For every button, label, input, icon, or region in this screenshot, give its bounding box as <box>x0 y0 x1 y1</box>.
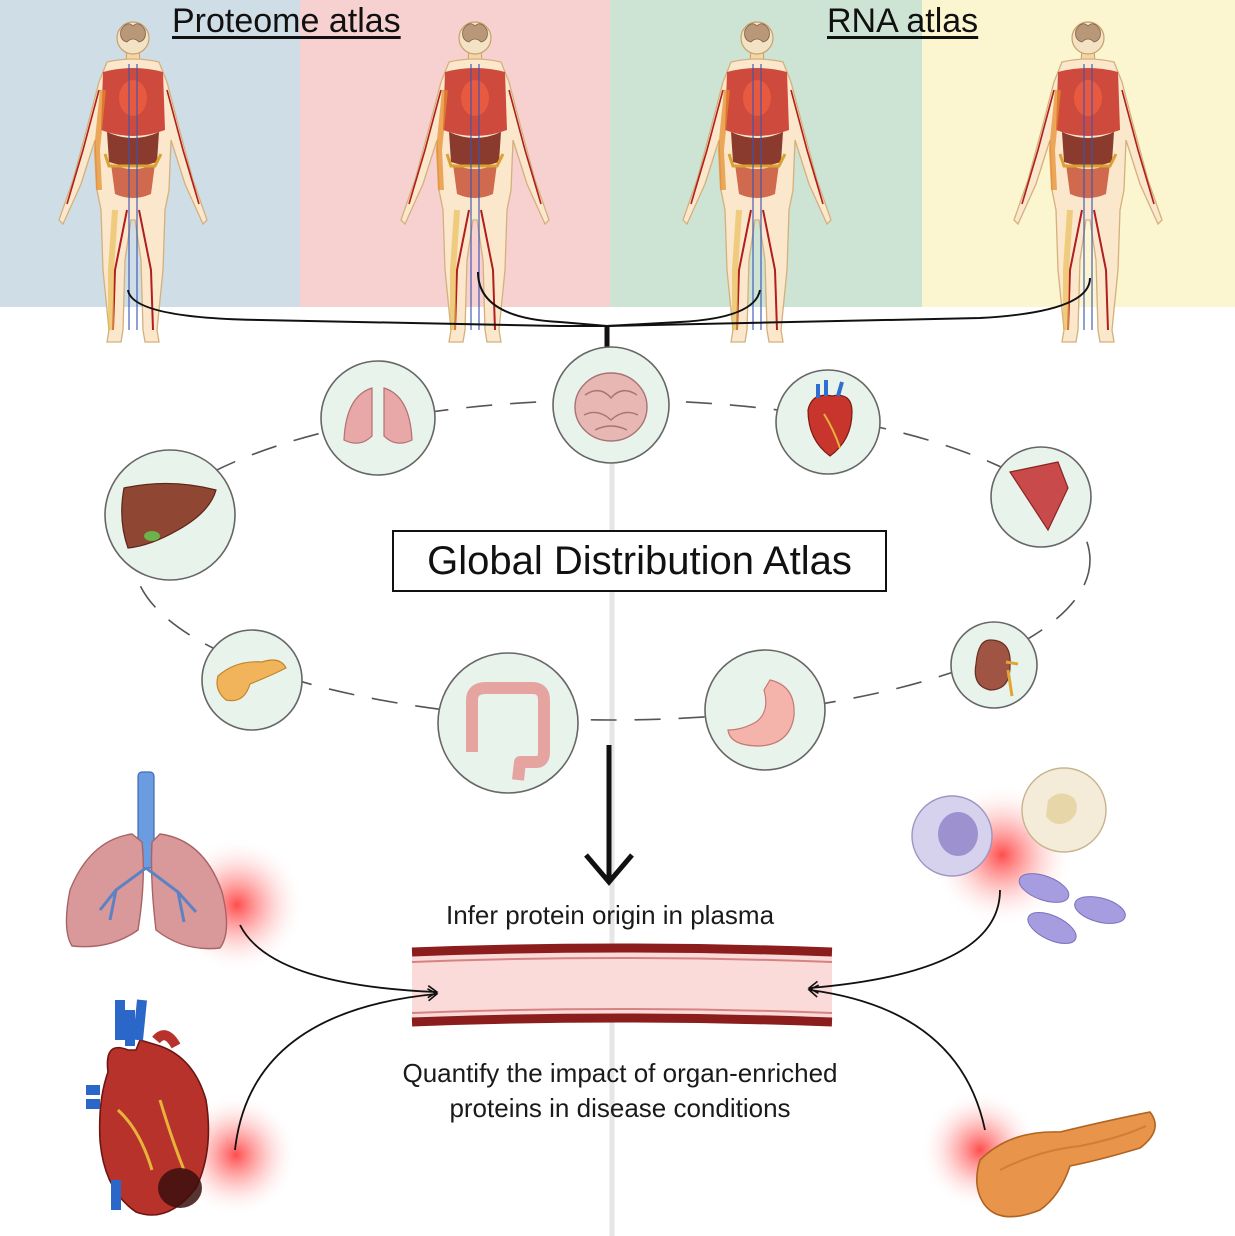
organ-stomach <box>704 649 826 771</box>
arrows-to-vessel <box>234 889 1001 1151</box>
human-body-figure-2 <box>401 22 549 342</box>
human-body-figure-3 <box>683 22 831 342</box>
organ-colon <box>437 652 579 794</box>
organ-brain <box>552 346 670 464</box>
global-distribution-atlas-label: Global Distribution Atlas <box>427 538 852 583</box>
human-body-figure-4 <box>1014 22 1162 342</box>
global-distribution-atlas-box: Global Distribution Atlas <box>392 530 887 592</box>
blood-cells-illustration <box>911 767 1126 944</box>
organ-muscle <box>990 446 1092 548</box>
organ-lungs <box>320 360 436 476</box>
quantify-caption-line-1: Quantify the impact of organ-enriched <box>402 1058 838 1088</box>
rna-atlas-heading: RNA atlas <box>827 2 979 40</box>
pancreas-illustration <box>976 1111 1156 1218</box>
human-body-figure-1 <box>59 22 207 342</box>
blood-vessel <box>411 943 833 1027</box>
heart-illustration <box>86 999 210 1216</box>
quantify-caption-line-2: proteins in disease conditions <box>449 1093 791 1123</box>
proteome-atlas-heading: Proteome atlas <box>172 2 401 40</box>
organ-heart <box>775 369 881 475</box>
lungs-illustration <box>65 771 228 950</box>
organ-liver <box>104 449 236 581</box>
infer-caption: Infer protein origin in plasma <box>445 900 775 930</box>
down-arrow <box>584 745 634 886</box>
organ-pancreas <box>201 629 303 731</box>
organ-kidney <box>950 621 1038 709</box>
